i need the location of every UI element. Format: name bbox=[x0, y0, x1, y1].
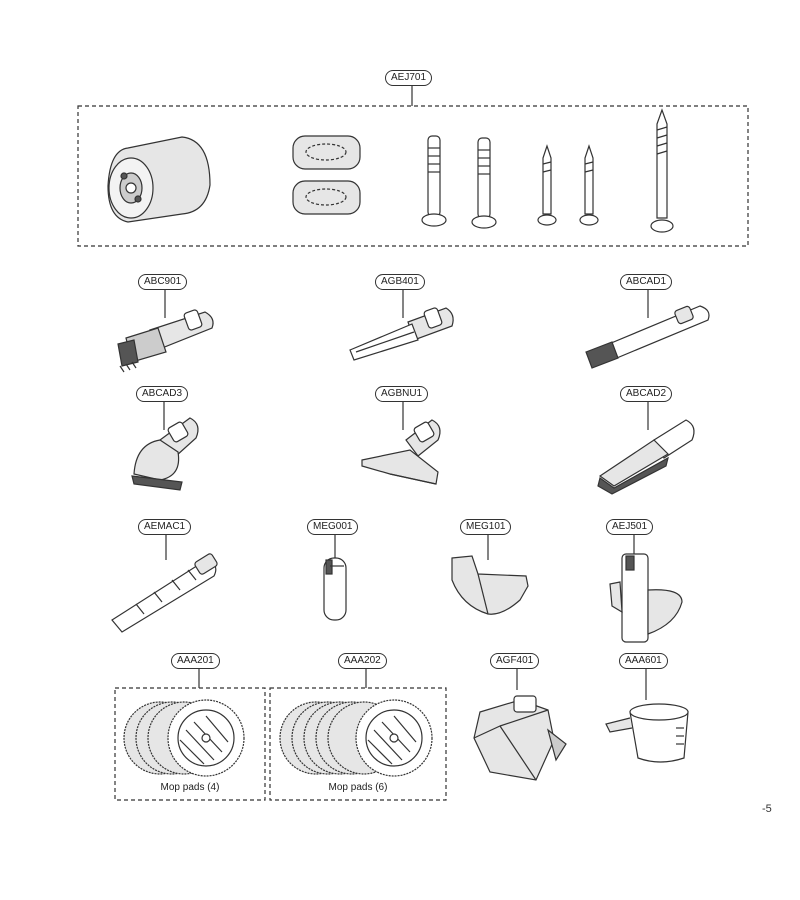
caption-mop-pads-4: Mop pads (4) bbox=[160, 782, 220, 793]
part-label-aemac1: AEMAC1 bbox=[138, 519, 192, 535]
part-label-abcad2: ABCAD2 bbox=[620, 386, 673, 402]
dust-bag-icon bbox=[473, 695, 567, 781]
kit-box-aej701 bbox=[77, 105, 749, 247]
flexible-extension-icon bbox=[111, 553, 218, 633]
mop-pad-icon bbox=[279, 699, 433, 777]
caption-mop-pads-6: Mop pads (6) bbox=[328, 782, 388, 793]
part-label-aej701: AEJ701 bbox=[385, 70, 433, 86]
screw-icon bbox=[537, 144, 557, 226]
part-label-aaa201: AAA201 bbox=[171, 653, 220, 669]
part-label-aaa202: AAA202 bbox=[338, 653, 387, 669]
anchor-plug-icon bbox=[471, 137, 497, 229]
part-label-abcad3: ABCAD3 bbox=[136, 386, 189, 402]
extension-wand-icon bbox=[585, 305, 710, 369]
tray-holder-icon bbox=[451, 555, 529, 615]
wall-mount-bracket-icon bbox=[609, 553, 683, 643]
mount-adapter-icon bbox=[107, 136, 211, 223]
long-screw-icon bbox=[650, 108, 674, 233]
measuring-cup-icon bbox=[605, 703, 689, 763]
part-label-abcad1: ABCAD1 bbox=[620, 274, 673, 290]
mop-pad-icon bbox=[123, 699, 245, 777]
anchor-plug-icon bbox=[421, 135, 447, 227]
soft-dusting-brush-icon bbox=[597, 419, 695, 495]
adhesive-pad-icon bbox=[292, 135, 361, 170]
screw-icon bbox=[579, 144, 599, 226]
dusting-brush-icon bbox=[131, 417, 199, 491]
part-label-agbnu1: AGBNU1 bbox=[375, 386, 429, 402]
part-label-aej501: AEJ501 bbox=[606, 519, 654, 535]
page-number: -5 bbox=[762, 803, 772, 815]
part-label-abc901: ABC901 bbox=[138, 274, 188, 290]
part-label-meg001: MEG001 bbox=[307, 519, 359, 535]
mattress-tool-icon bbox=[361, 419, 441, 485]
adhesive-pad-icon bbox=[292, 180, 361, 215]
part-label-aaa601: AAA601 bbox=[619, 653, 668, 669]
kit-box-aaa202 bbox=[269, 687, 447, 801]
part-label-agf401: AGF401 bbox=[490, 653, 540, 669]
part-label-meg101: MEG101 bbox=[460, 519, 512, 535]
crevice-tool-icon bbox=[349, 307, 454, 361]
clip-holder-icon bbox=[323, 557, 347, 621]
part-label-agb401: AGB401 bbox=[375, 274, 425, 290]
combination-brush-icon bbox=[117, 309, 214, 373]
kit-box-aaa201 bbox=[114, 687, 266, 801]
